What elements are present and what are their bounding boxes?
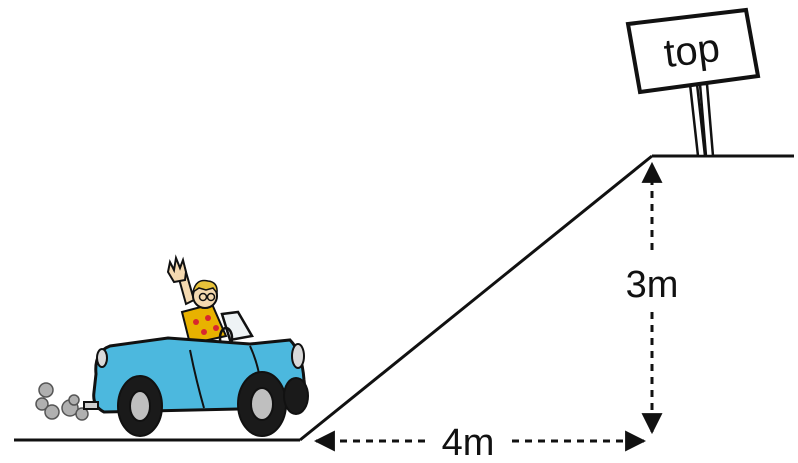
base-dimension: 4m (313, 422, 647, 463)
front-wheel-icon (237, 371, 287, 437)
car-door-line (189, 349, 205, 409)
driver-hair (191, 279, 218, 295)
windshield (220, 310, 254, 342)
exhaust-smoke (35, 382, 89, 421)
sign-board (625, 7, 761, 95)
taillight-icon (96, 348, 108, 368)
base-label: 4m (442, 422, 495, 463)
car-with-driver (83, 254, 309, 437)
front-wheel-far-icon (283, 377, 309, 415)
rear-wheel-icon (117, 375, 163, 437)
sign-label: top (662, 26, 723, 76)
height-dimension: 3m (626, 161, 679, 435)
headlight-icon (291, 343, 305, 369)
ramp-slope (299, 154, 653, 442)
sign-post (688, 82, 715, 158)
top-sign: top (625, 7, 761, 158)
sunglasses-icon (198, 292, 216, 302)
exhaust-pipe (83, 401, 99, 410)
driver-hand-icon (166, 254, 188, 284)
height-label: 3m (626, 264, 679, 306)
driver (166, 254, 228, 346)
